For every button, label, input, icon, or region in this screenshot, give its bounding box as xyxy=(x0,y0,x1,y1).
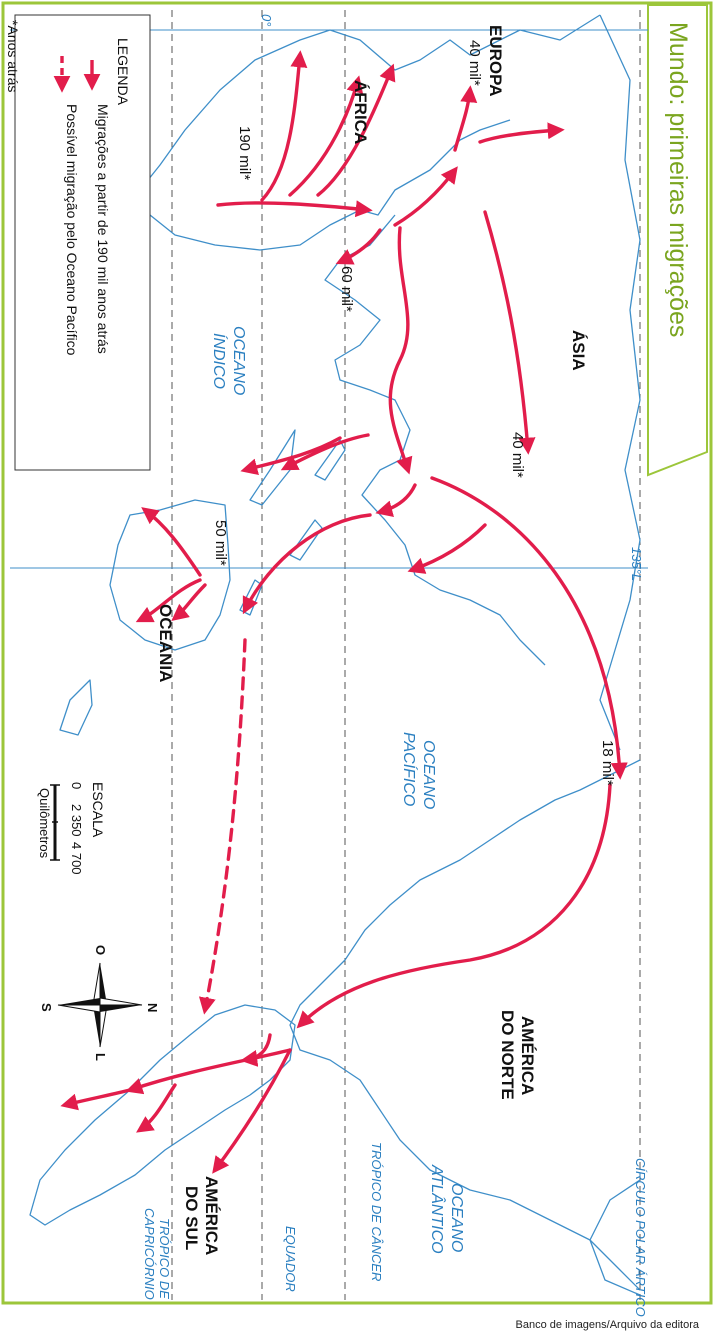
legend-dashed-label: Possível migração pelo Oceano Pacífico xyxy=(64,104,80,356)
route-africa-north-1 xyxy=(260,50,308,202)
label-north-america-1: AMÉRICA xyxy=(518,1016,537,1095)
legend-box xyxy=(14,14,151,471)
label-oceania: OCEANIA xyxy=(156,604,175,682)
label-south-america-2: DO SUL xyxy=(182,1186,201,1250)
label-arctic-circle: CÍRCULO POLAR ÁRTICO xyxy=(633,1158,648,1317)
route-africa-east xyxy=(216,200,373,218)
route-sea-sw xyxy=(280,433,370,471)
legend-solid-label: Migrações a partir de 190 mil anos atrás xyxy=(95,104,111,354)
route-sea-s xyxy=(240,436,342,476)
label-meridian-0: 0° xyxy=(259,14,274,26)
route-australia-3 xyxy=(171,583,207,621)
coast-north-america xyxy=(289,759,641,1291)
label-tropic-capricorn-1: TRÓPICO DE xyxy=(157,1218,172,1299)
route-pacific-dashed xyxy=(198,638,247,1015)
scale-title: ESCALA xyxy=(90,782,106,838)
scale-bar: ESCALA 0 2 350 4 700 Quilômetros xyxy=(37,782,106,875)
route-africa-north-3 xyxy=(316,63,396,197)
route-to-indonesia xyxy=(242,513,372,615)
coast-greenland xyxy=(589,1179,641,1296)
label-south-america-1: AMÉRICA xyxy=(202,1176,221,1255)
compass-l: L xyxy=(93,1053,108,1061)
label-pacifico-2: PACÍFICO xyxy=(400,732,419,806)
route-sa-4 xyxy=(136,1083,177,1133)
legend: LEGENDA Migrações a partir de 190 mil an… xyxy=(14,14,151,471)
migration-routes xyxy=(60,50,628,1174)
label-north-america-2: DO NORTE xyxy=(498,1010,517,1100)
route-sa-5 xyxy=(60,1088,132,1111)
scale-label-mid: 2 350 xyxy=(69,804,84,837)
route-america xyxy=(296,783,612,1029)
continent-labels: ÁFRICA EUROPA ÁSIA OCEANIA AMÉRICA DO NO… xyxy=(156,25,588,1255)
date-bering: 18 mil* xyxy=(599,740,616,786)
route-asia-east xyxy=(483,210,536,455)
date-australia: 50 mil* xyxy=(212,520,229,566)
label-africa: ÁFRICA xyxy=(351,80,370,144)
coast-asia-north xyxy=(599,14,641,751)
route-sa-2 xyxy=(212,1048,292,1174)
route-europe-east xyxy=(478,122,565,144)
compass-s: S xyxy=(39,1003,54,1012)
scale-label-0: 0 xyxy=(69,782,84,789)
scale-label-max: 4 700 xyxy=(69,842,84,875)
date-africa: 190 mil* xyxy=(236,126,253,180)
route-to-europe-1 xyxy=(393,166,458,227)
label-indico-2: ÍNDICO xyxy=(210,333,229,389)
route-bering xyxy=(430,476,628,780)
route-sa-3 xyxy=(125,1048,292,1095)
ocean-labels: OCEANO ÍNDICO OCEANO PACÍFICO OCEANO ATL… xyxy=(210,326,465,1254)
compass-icon: N S L O xyxy=(39,945,160,1061)
route-australia-1 xyxy=(141,507,202,577)
label-europa: EUROPA xyxy=(486,25,505,96)
legend-title: LEGENDA xyxy=(115,38,131,106)
label-pacifico-1: OCEANO xyxy=(420,740,437,809)
label-indico-1: OCEANO xyxy=(230,326,247,395)
image-credit: Banco de imagens/Arquivo da editora xyxy=(515,1319,699,1331)
date-asia: 40 mil* xyxy=(509,432,526,478)
coast-arabia-india xyxy=(324,214,546,666)
route-australia-2 xyxy=(135,578,202,623)
date-europa: 40 mil* xyxy=(466,40,483,86)
coast-islands-2 xyxy=(314,439,346,481)
reference-lines xyxy=(171,10,641,1300)
label-tropic-cancer: TRÓPICO DE CÂNCER xyxy=(369,1142,384,1281)
route-mideast-arabia xyxy=(335,228,382,265)
line-labels: 0° 135°L CÍRCULO POLAR ÁRTICO TRÓPICO DE… xyxy=(142,14,648,1317)
label-equator: EQUADOR xyxy=(283,1226,298,1292)
label-atlantico-1: OCEANO xyxy=(448,1183,465,1252)
scale-unit: Quilômetros xyxy=(37,788,52,859)
label-tropic-capricorn-2: CAPRICÓRNIO xyxy=(142,1208,157,1300)
label-atlantico-2: ATLÂNTICO xyxy=(428,1164,447,1254)
route-africa-north-2 xyxy=(288,75,364,197)
title-tab: Mundo: primeiras migrações xyxy=(647,4,708,477)
date-india: 60 mil* xyxy=(338,266,355,312)
route-to-europe-2 xyxy=(453,85,478,152)
label-meridian-135: 135°L xyxy=(629,547,644,581)
route-china-coast xyxy=(407,523,487,574)
label-asia: ÁSIA xyxy=(569,330,588,371)
compass-o: O xyxy=(93,945,108,955)
legend-footnote: *Anos atrás xyxy=(5,20,21,92)
map-title: Mundo: primeiras migrações xyxy=(664,22,692,337)
coast-south-america xyxy=(29,1004,296,1226)
route-se-asia xyxy=(375,483,417,518)
date-labels: 190 mil* 40 mil* 60 mil* 40 mil* 50 mil*… xyxy=(212,40,616,786)
compass-n: N xyxy=(145,1003,160,1012)
map-frame xyxy=(1,1,713,1305)
route-india-coast xyxy=(388,226,413,475)
coast-new-zealand xyxy=(59,679,93,736)
